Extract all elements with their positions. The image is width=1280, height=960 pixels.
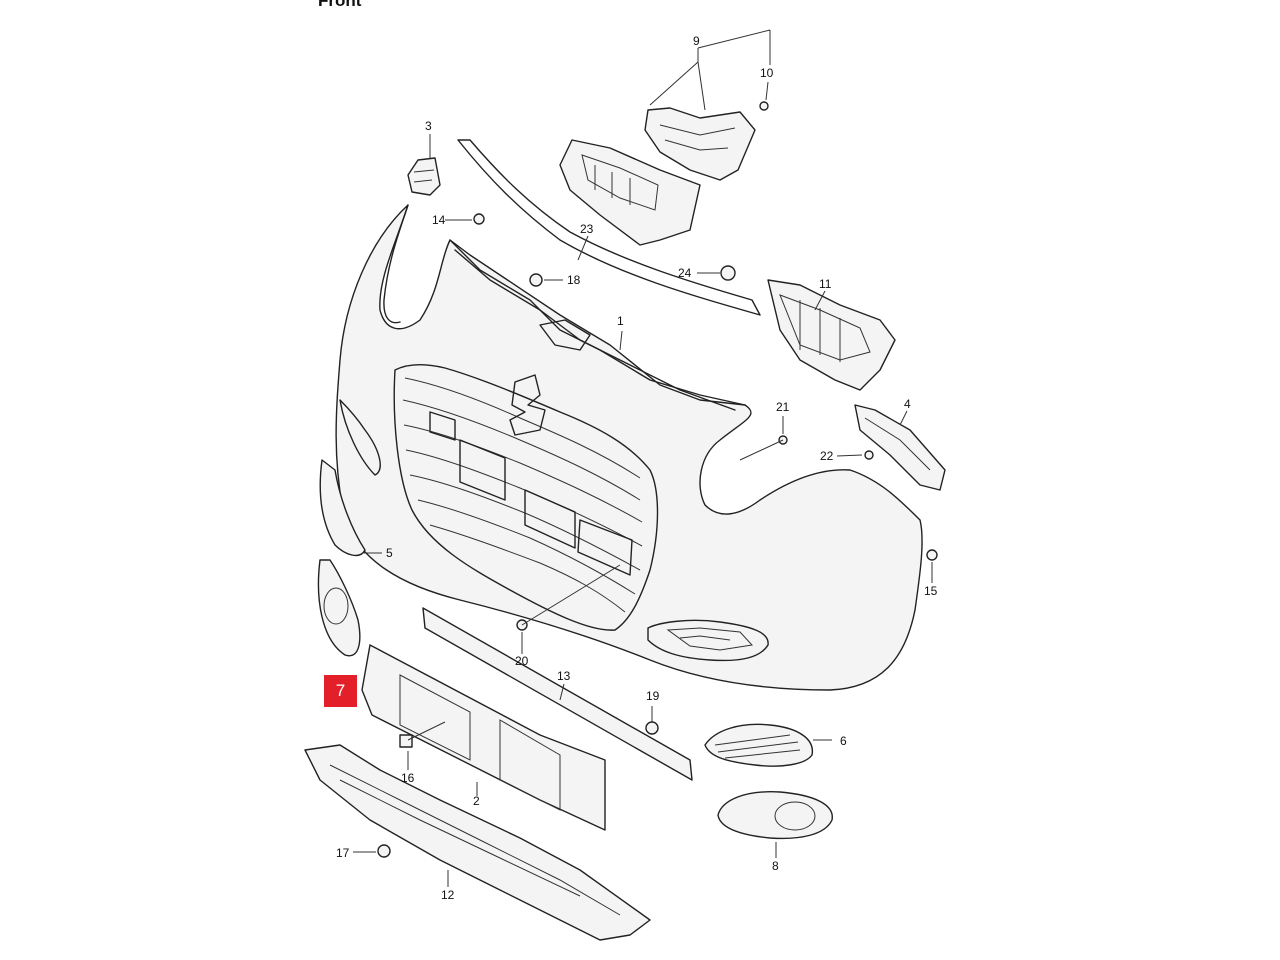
part-label-12: 12 <box>441 888 455 902</box>
right-lower-grille <box>704 723 814 767</box>
bumper-reinforcement-strip <box>422 607 693 781</box>
part-label-8: 8 <box>772 859 779 873</box>
part-label-20: 20 <box>515 654 529 668</box>
left-fog-lamp-cover <box>317 559 361 657</box>
diagram-title-fragment: Front <box>318 0 362 10</box>
left-side-trim <box>319 459 366 557</box>
lower-splash-shield <box>304 744 651 941</box>
part-label-22: 22 <box>820 449 834 463</box>
part-label-15: 15 <box>924 584 938 598</box>
license-plate-bracket <box>361 644 606 831</box>
part-label-10: 10 <box>760 66 774 80</box>
bumper-cover <box>335 204 923 691</box>
part-label-23: 23 <box>580 222 594 236</box>
part-label-17: 17 <box>336 846 350 860</box>
leader-lines <box>353 29 933 887</box>
right-upper-bracket-assembly <box>559 107 756 246</box>
part-label-18: 18 <box>567 273 581 287</box>
left-upper-bracket <box>407 157 441 196</box>
part-label-1: 1 <box>617 314 624 328</box>
highlighted-part-label-7[interactable]: 7 <box>324 675 357 707</box>
part-label-19: 19 <box>646 689 660 703</box>
part-label-5: 5 <box>386 546 393 560</box>
part-labels: 9 10 3 14 23 18 24 11 1 4 21 22 5 15 20 … <box>336 34 938 902</box>
part-label-3: 3 <box>425 119 432 133</box>
part-label-16: 16 <box>401 771 415 785</box>
part-label-13: 13 <box>557 669 571 683</box>
part-label-11: 11 <box>819 277 832 291</box>
part-label-24: 24 <box>678 266 692 280</box>
part-label-14: 14 <box>432 213 446 227</box>
fasteners <box>377 101 938 858</box>
part-label-9: 9 <box>693 34 700 48</box>
right-side-bracket-grille <box>767 279 896 391</box>
part-label-6: 6 <box>840 734 847 748</box>
part-label-21: 21 <box>776 400 790 414</box>
upper-trim-strip <box>457 139 761 316</box>
part-label-4: 4 <box>904 397 911 411</box>
part-label-2: 2 <box>473 794 480 808</box>
